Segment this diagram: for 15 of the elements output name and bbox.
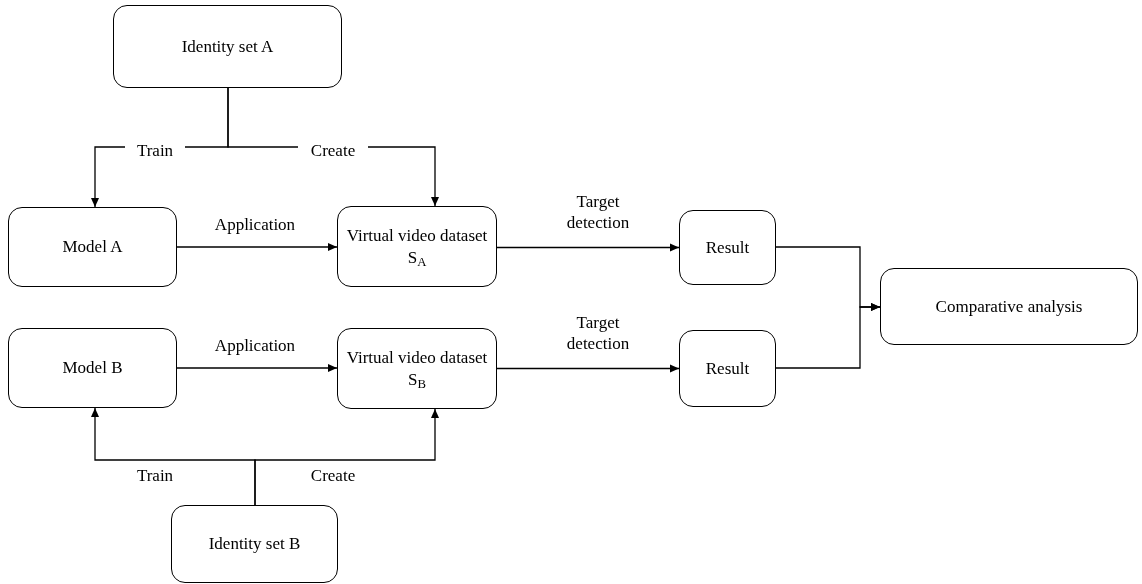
process-box: Model A xyxy=(8,207,177,287)
process-box: Identity set B xyxy=(171,505,338,583)
process-box: Comparative analysis xyxy=(880,268,1138,345)
process-box: Identity set A xyxy=(113,5,342,88)
process-box: Result xyxy=(679,330,776,407)
process-box: Virtual video dataset S$_{A}$ xyxy=(337,206,497,287)
process-box: Model B xyxy=(8,328,177,408)
arrow xyxy=(496,364,680,373)
arrow xyxy=(254,408,439,506)
process-box: Virtual video dataset S$_{B}$ xyxy=(337,328,497,409)
arrow xyxy=(176,364,338,372)
arrow xyxy=(496,243,680,252)
process-box: Result xyxy=(679,210,776,285)
arrow xyxy=(775,303,881,369)
arrow xyxy=(176,243,338,251)
